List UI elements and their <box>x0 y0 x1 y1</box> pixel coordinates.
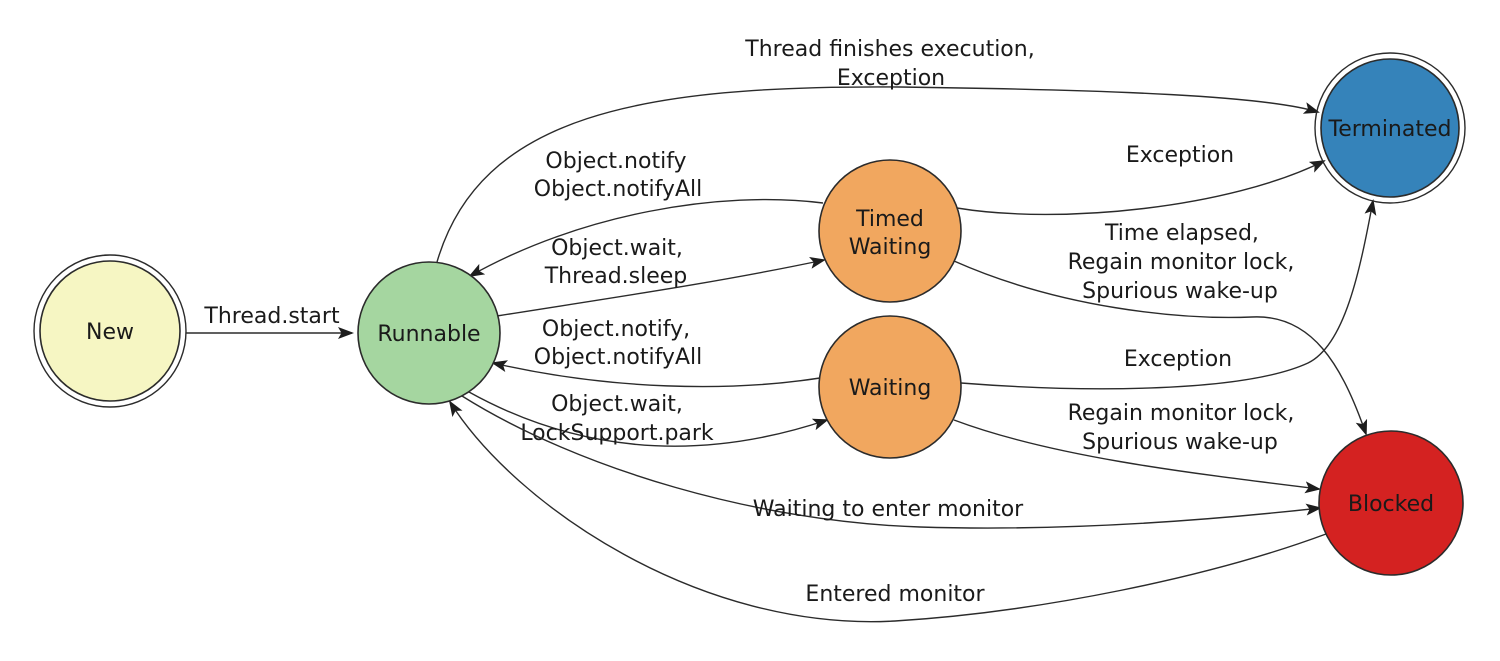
new-circle <box>39 260 181 402</box>
arrow-timed-waiting-to-runnable <box>468 198 824 277</box>
arrow-timed-waiting-to-terminated <box>956 160 1326 216</box>
arrow-runnable-to-terminated <box>436 86 1320 263</box>
edge-label-notify-line1: Object.notify <box>545 149 686 174</box>
state-node-blocked: Blocked <box>1318 430 1464 576</box>
terminated-label: Terminated <box>1328 117 1452 142</box>
arrow-timed-waiting-to-blocked <box>953 260 1368 436</box>
edge-label-entered-monitor: Entered monitor <box>805 582 985 607</box>
new-outer-ring <box>33 254 187 408</box>
edge-runnable-to-waiting: Object.wait, LockSupport.park <box>468 391 829 447</box>
edge-label-notify2-line1: Object.notify, <box>542 317 690 342</box>
edge-label-wait-park-line1: Object.wait, <box>551 392 683 417</box>
state-node-waiting: Waiting <box>818 315 962 459</box>
arrow-waiting-to-terminated <box>960 199 1377 390</box>
edge-label-thread-finishes-line2: Exception <box>837 66 945 91</box>
waiting-label: Waiting <box>849 376 932 401</box>
edge-runnable-to-timed-waiting: Object.wait, Thread.sleep <box>496 236 826 317</box>
timed-waiting-label-line2: Waiting <box>849 235 932 260</box>
edge-label-wait-sleep-line2: Thread.sleep <box>544 264 688 289</box>
edge-label-notify-line2: Object.notifyAll <box>534 177 702 202</box>
edge-label-time-elapsed-line2: Regain monitor lock, <box>1068 250 1295 275</box>
edge-label-time-elapsed-line1: Time elapsed, <box>1104 221 1259 246</box>
edge-new-to-runnable: Thread.start <box>186 304 354 339</box>
edge-label-wait-sleep-line1: Object.wait, <box>551 236 683 261</box>
timed-waiting-label-line1: Timed <box>855 207 924 232</box>
arrow-blocked-to-runnable <box>448 400 1327 623</box>
new-label: New <box>86 320 134 345</box>
arrow-runnable-to-blocked <box>461 395 1322 529</box>
runnable-label: Runnable <box>377 322 480 347</box>
state-node-runnable: Runnable <box>357 261 501 405</box>
edge-label-time-elapsed-line3: Spurious wake-up <box>1082 279 1278 304</box>
edge-runnable-to-blocked: Waiting to enter monitor <box>461 395 1322 529</box>
edge-waiting-to-blocked: Regain monitor lock, Spurious wake-up <box>953 401 1321 494</box>
edge-waiting-to-runnable: Object.notify, Object.notifyAll <box>491 317 821 388</box>
edge-timed-waiting-to-runnable: Object.notify Object.notifyAll <box>468 149 824 277</box>
timed-waiting-circle <box>818 159 962 303</box>
state-node-timed-waiting: Timed Waiting <box>818 159 962 303</box>
edge-runnable-to-terminated: Thread finishes execution, Exception <box>436 37 1320 263</box>
edge-blocked-to-runnable: Entered monitor <box>448 400 1327 623</box>
edge-label-regain-line2: Spurious wake-up <box>1082 430 1278 455</box>
edge-label-wait-park-line2: LockSupport.park <box>520 421 714 446</box>
edge-label-thread-start: Thread.start <box>203 304 340 329</box>
arrow-runnable-to-timed-waiting <box>496 257 826 317</box>
edge-label-regain-line1: Regain monitor lock, <box>1068 401 1295 426</box>
edge-label-exception-top: Exception <box>1126 143 1234 168</box>
arrow-waiting-to-runnable <box>491 360 821 388</box>
edge-timed-waiting-to-blocked: Time elapsed, Regain monitor lock, Spuri… <box>953 221 1368 436</box>
state-node-new: New <box>33 254 187 408</box>
arrow-runnable-to-waiting <box>468 391 829 447</box>
edge-label-waiting-to-enter-monitor: Waiting to enter monitor <box>753 497 1024 522</box>
blocked-label: Blocked <box>1348 492 1434 517</box>
terminated-circle <box>1320 58 1460 198</box>
arrow-waiting-to-blocked <box>953 419 1321 494</box>
waiting-circle <box>818 315 962 459</box>
terminated-outer-ring <box>1314 52 1466 204</box>
runnable-circle <box>357 261 501 405</box>
edge-label-thread-finishes-line1: Thread finishes execution, <box>744 37 1034 62</box>
edge-label-notify2-line2: Object.notifyAll <box>534 345 702 370</box>
edge-label-exception-mid: Exception <box>1124 347 1232 372</box>
edge-waiting-to-terminated: Exception <box>960 199 1377 390</box>
edge-timed-waiting-to-terminated: Exception <box>956 143 1326 216</box>
state-node-terminated: Terminated <box>1314 52 1466 204</box>
blocked-circle <box>1318 430 1464 576</box>
